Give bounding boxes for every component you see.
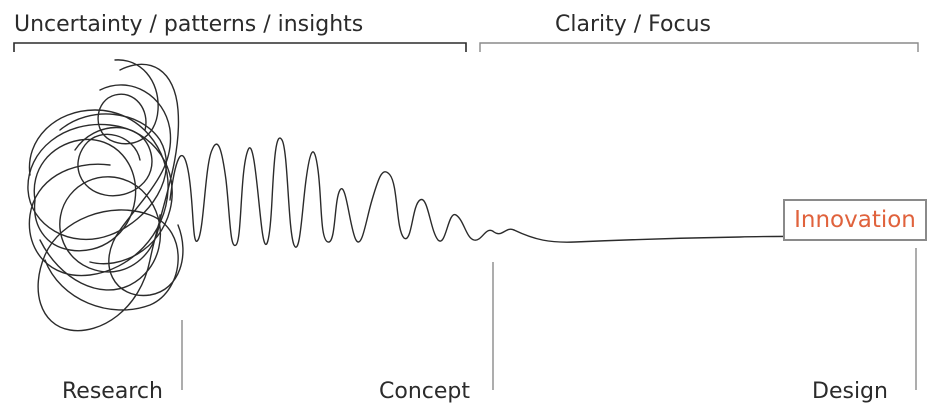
concept-squiggle: [169, 137, 515, 248]
research-label: Research: [62, 379, 163, 404]
research-scribble: [27, 59, 184, 332]
design-label: Design: [812, 379, 888, 404]
uncertainty-bracket: [13, 42, 467, 52]
clarity-label: Clarity / Focus: [555, 12, 711, 37]
concept-label: Concept: [379, 379, 470, 404]
innovation-box: Innovation: [783, 199, 927, 241]
uncertainty-label: Uncertainty / patterns / insights: [14, 12, 364, 37]
innovation-label: Innovation: [794, 207, 916, 233]
clarity-bracket: [479, 42, 919, 52]
